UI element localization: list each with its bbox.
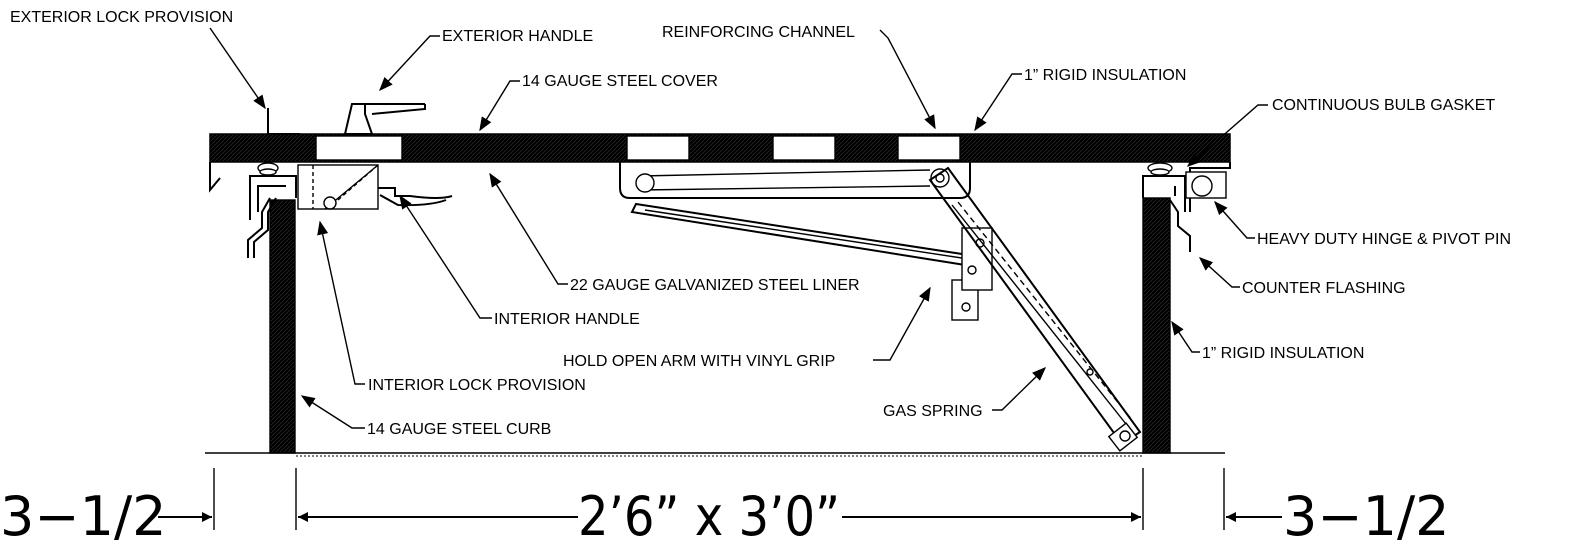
label-hold-open-arm: HOLD OPEN ARM WITH VINYL GRIP	[563, 353, 835, 370]
label-interior-lock-provision: INTERIOR LOCK PROVISION	[368, 377, 586, 394]
dimension-center: 2’6” x 3’0”	[578, 485, 840, 544]
label-rigid-insulation-side: 1” RIGID INSULATION	[1202, 345, 1364, 362]
label-gas-spring: GAS SPRING	[883, 403, 983, 420]
left-curb	[247, 162, 297, 454]
channel-opening	[897, 135, 961, 161]
label-hinge-pivot: HEAVY DUTY HINGE & PIVOT PIN	[1257, 231, 1511, 248]
steel-cover	[209, 133, 1231, 212]
right-curb	[1142, 162, 1227, 454]
interior-handle	[378, 187, 453, 199]
label-steel-cover: 14 GAUGE STEEL COVER	[522, 73, 718, 90]
leader-lines	[209, 27, 1268, 429]
label-steel-curb: 14 GAUGE STEEL CURB	[367, 421, 551, 438]
label-exterior-handle: EXTERIOR HANDLE	[442, 28, 593, 45]
channel-opening	[626, 135, 690, 161]
channel-opening	[772, 135, 836, 161]
gas-spring	[928, 166, 1142, 452]
label-exterior-lock-provision: EXTERIOR LOCK PROVISION	[10, 9, 233, 26]
channel-opening	[315, 135, 403, 161]
exterior-lock-tab	[267, 108, 300, 135]
label-bulb-gasket: CONTINUOUS BULB GASKET	[1272, 97, 1495, 114]
dimension-right: 3−1/2	[1283, 485, 1450, 544]
label-rigid-insulation-top: 1” RIGID INSULATION	[1024, 67, 1186, 84]
exterior-handle	[343, 103, 426, 135]
label-steel-liner: 22 GAUGE GALVANIZED STEEL LINER	[570, 277, 860, 294]
dimension-lines	[158, 468, 1282, 530]
label-counter-flashing: COUNTER FLASHING	[1242, 280, 1406, 297]
steel-liner-bracket	[619, 162, 971, 199]
interior-lock-box	[297, 164, 379, 210]
label-reinforcing-channel: REINFORCING CHANNEL	[662, 24, 855, 41]
pivot-pin	[1191, 175, 1213, 197]
hold-open-arm	[630, 202, 993, 321]
label-interior-handle: INTERIOR HANDLE	[494, 311, 640, 328]
dimension-left: 3−1/2	[0, 485, 167, 544]
